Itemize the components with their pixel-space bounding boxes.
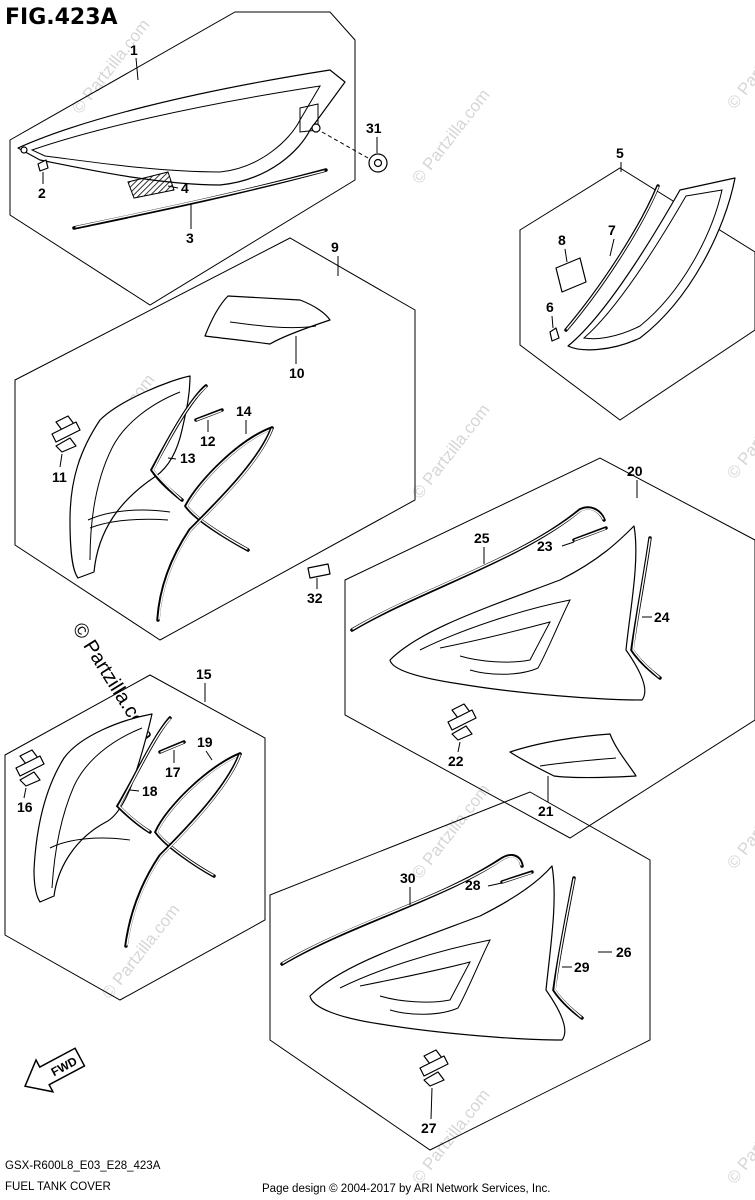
callout-8: 8 — [558, 232, 566, 248]
callout-21: 21 — [538, 803, 554, 819]
callout-6: 6 — [546, 299, 554, 315]
callout-25: 25 — [474, 530, 490, 546]
group-1-box — [9, 11, 356, 306]
model-code: GSX-R600L8_E03_E28_423A — [5, 1160, 161, 1172]
group-9: 9 10 11 13 12 14 — [14, 237, 416, 641]
group-5-box — [519, 167, 755, 421]
callout-18: 18 — [142, 783, 158, 799]
group-26-box — [269, 791, 651, 1151]
callout-15: 15 — [196, 666, 212, 682]
callout-1: 1 — [130, 42, 138, 58]
trim-14-lower — [156, 426, 274, 622]
callout-11: 11 — [52, 469, 67, 485]
callout-26: 26 — [616, 944, 632, 960]
sticker-8 — [555, 257, 587, 293]
callout-31: 31 — [366, 120, 382, 136]
callout-9: 9 — [331, 239, 339, 255]
cover-body-15 — [33, 713, 153, 903]
watermark: © Partzilla.com — [723, 1085, 755, 1187]
callout-3: 3 — [186, 230, 194, 246]
group-15: 15 16 18 17 19 — [4, 666, 266, 1001]
watermark: © Partzilla.com — [68, 15, 154, 117]
callout-4: 4 — [181, 180, 189, 196]
panel-21 — [509, 733, 637, 779]
callout-28: 28 — [465, 877, 481, 893]
group-5: 5 8 7 6 — [519, 145, 755, 421]
clip-6 — [549, 327, 560, 342]
panel-10 — [204, 295, 331, 345]
watermark: © Partzilla.com — [408, 85, 494, 187]
callout-16: 16 — [17, 799, 33, 815]
callout-20: 20 — [627, 463, 643, 479]
section-name: FUEL TANK COVER — [5, 1181, 111, 1193]
watermark: © Partzilla.com — [408, 400, 494, 502]
emblem-11 — [51, 415, 81, 453]
clip-2 — [37, 159, 49, 172]
callout-24: 24 — [654, 609, 670, 625]
callout-17: 17 — [165, 764, 181, 780]
emblem-27 — [419, 1049, 449, 1087]
callout-19: 19 — [197, 734, 213, 750]
watermark: © Partzilla.com — [723, 770, 755, 872]
cover-body-9 — [69, 375, 191, 579]
callout-22: 22 — [448, 753, 464, 769]
trim-29 — [552, 876, 584, 1020]
watermark: © Partzilla.com — [98, 900, 184, 1002]
emblem-22 — [447, 703, 477, 741]
callout-30: 30 — [400, 870, 416, 886]
group-20-box — [344, 457, 755, 839]
callout-7: 7 — [608, 222, 616, 238]
callout-14: 14 — [236, 403, 252, 419]
pad-4 — [127, 171, 175, 199]
clip-32 — [307, 563, 331, 579]
callout-2: 2 — [38, 185, 46, 201]
callout-12: 12 — [200, 433, 216, 449]
emblem-16 — [15, 749, 45, 787]
callout-13: 13 — [180, 450, 196, 466]
fwd-arrow: FWD — [23, 1047, 86, 1093]
group-15-box — [4, 674, 266, 1001]
callout-5: 5 — [616, 145, 624, 161]
group-9-box — [14, 237, 416, 641]
callout-27: 27 — [421, 1120, 437, 1136]
copyright: Page design © 2004-2017 by ARI Network S… — [262, 1183, 550, 1195]
cover-frame-1 — [17, 69, 346, 186]
callout-10: 10 — [289, 365, 305, 381]
side-cover-5 — [567, 177, 736, 351]
watermark: © Partzilla.com — [723, 380, 755, 482]
watermark: © Partzilla.com — [408, 1085, 494, 1187]
group-26: 26 30 28 29 27 — [269, 791, 651, 1151]
callout-29: 29 — [574, 959, 590, 975]
watermark: © Partzilla.com — [723, 10, 755, 112]
callout-23: 23 — [537, 538, 553, 554]
group-1: 1 2 3 4 31 — [9, 11, 388, 306]
watermark: © Partzilla.com — [408, 780, 494, 882]
group-20: 20 25 23 24 22 21 — [344, 457, 755, 839]
callout-32: 32 — [307, 590, 323, 606]
figure-title: FIG.423A — [5, 5, 118, 30]
